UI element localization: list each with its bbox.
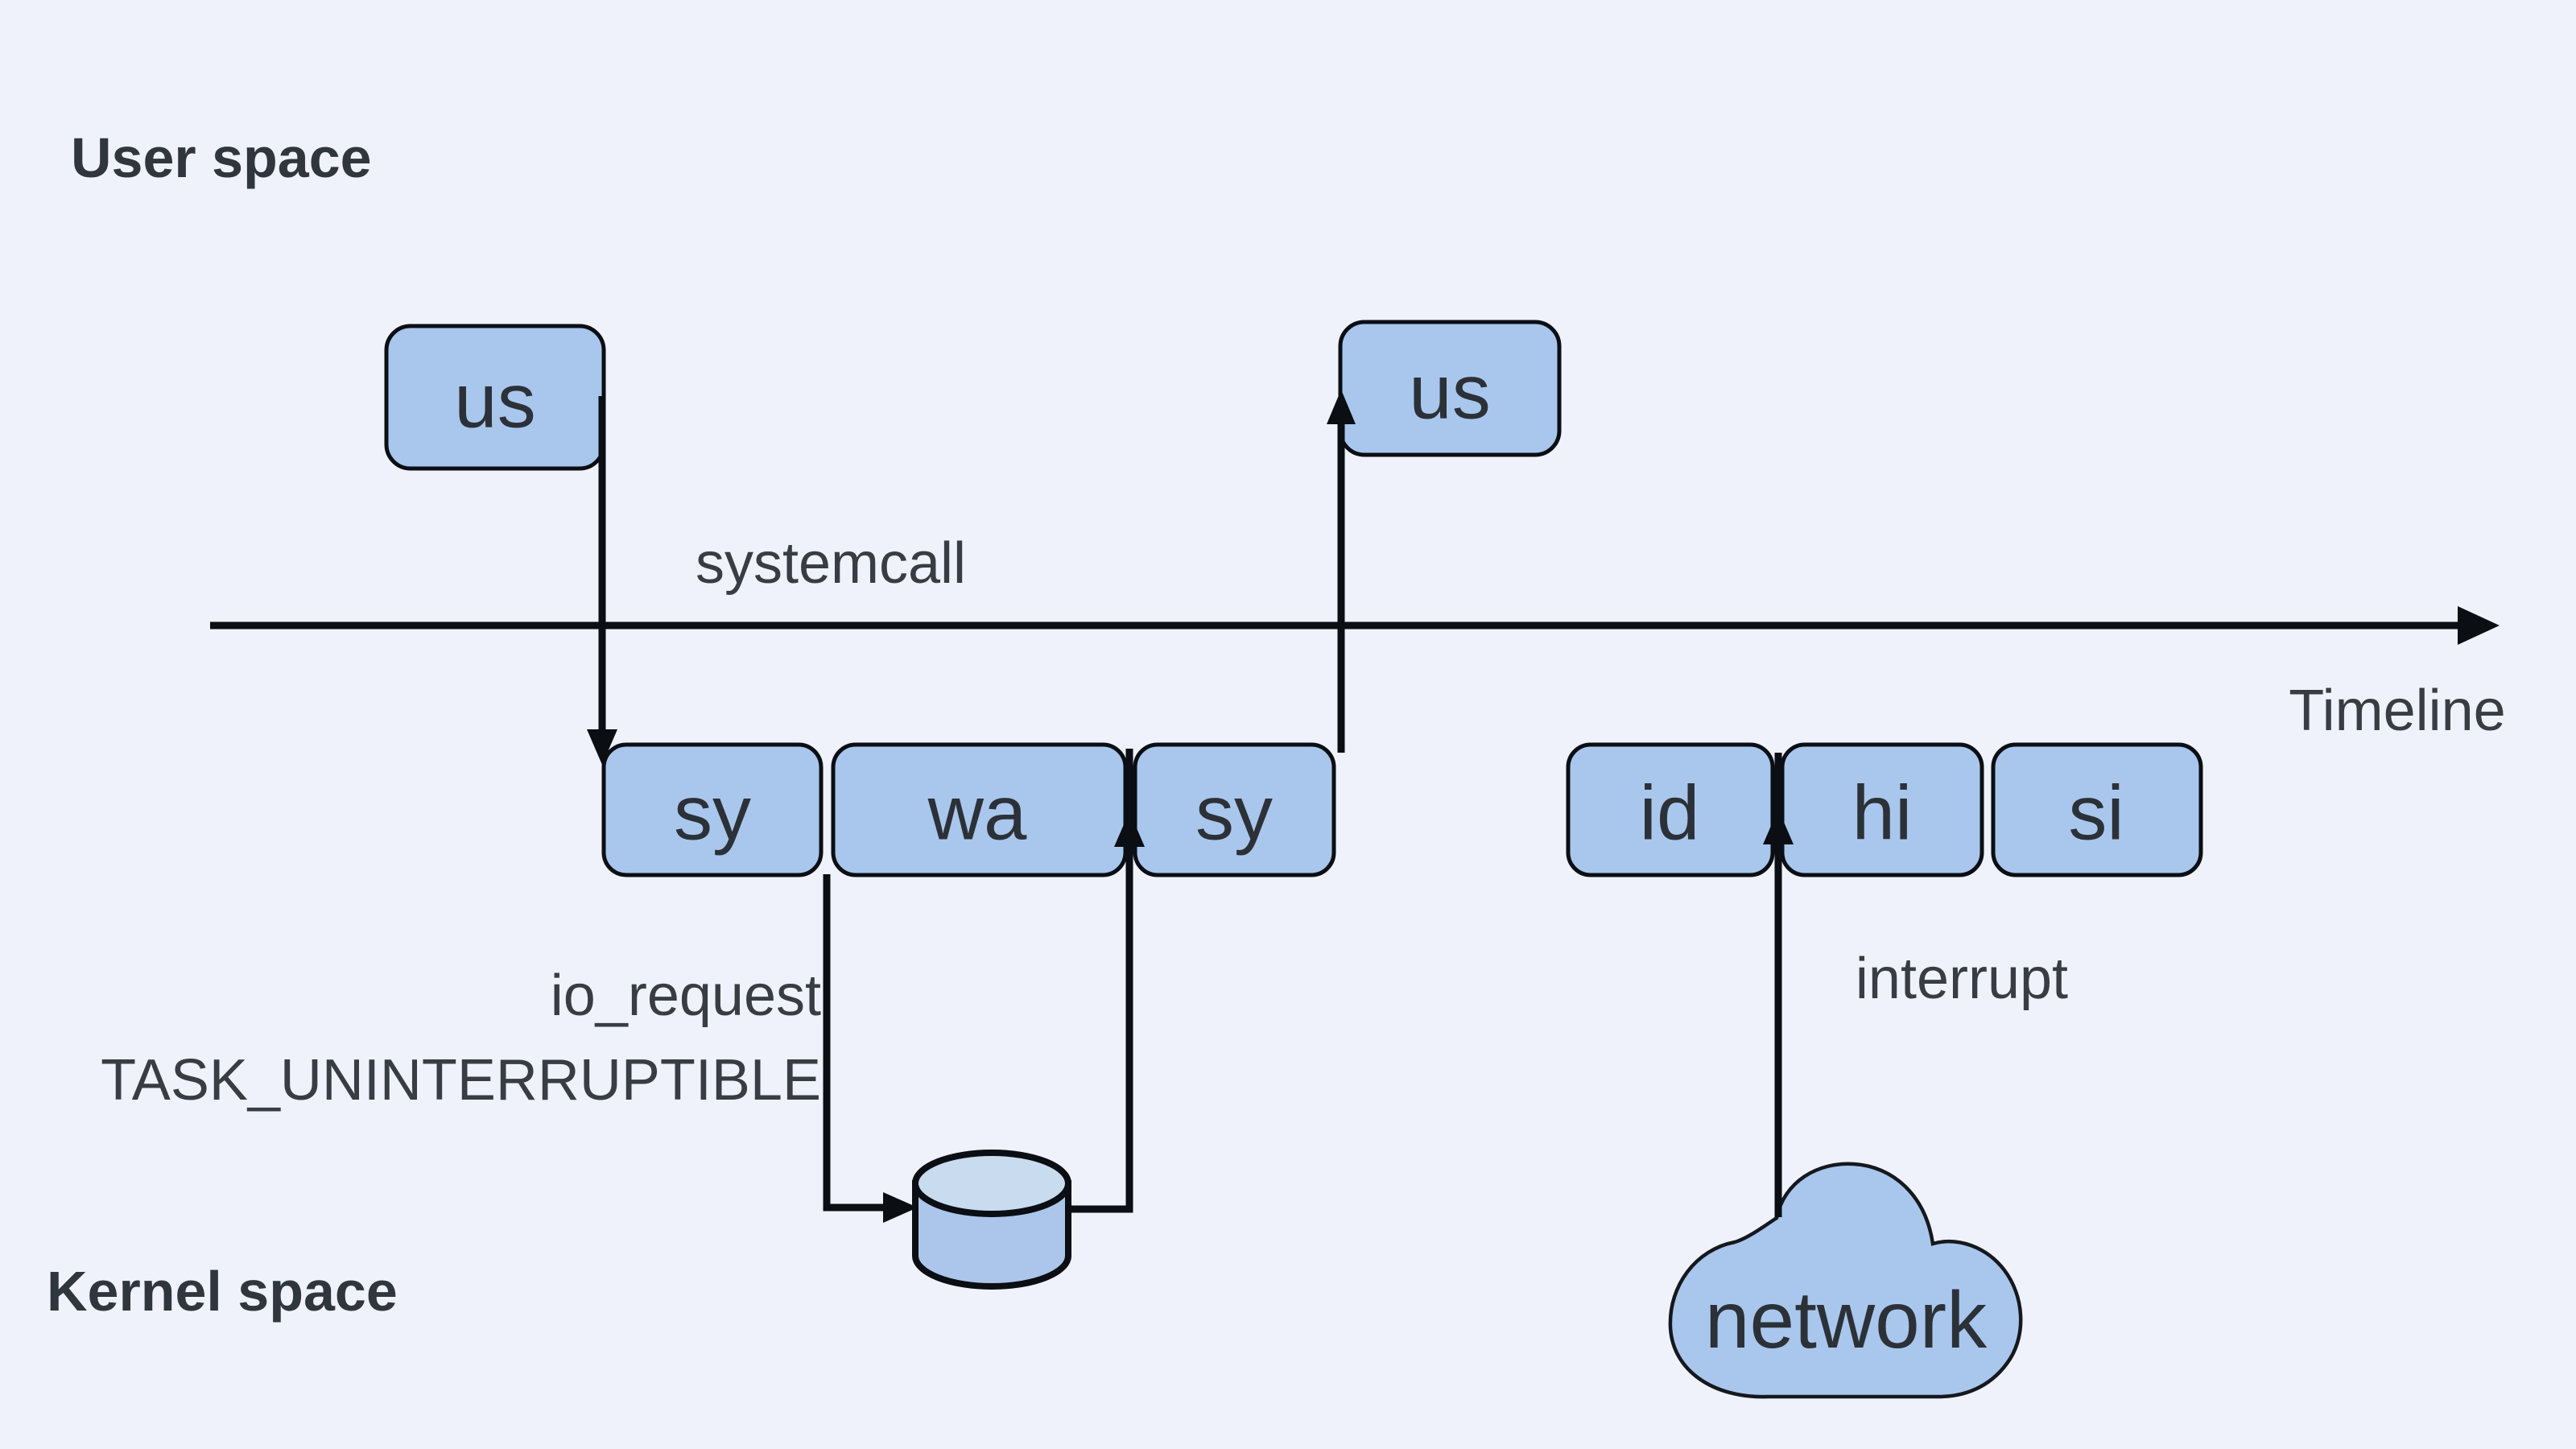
io-request-label: io_request bbox=[551, 964, 821, 1028]
interrupt-box-si-label: si bbox=[2068, 770, 2124, 857]
disk-cylinder-icon bbox=[912, 1150, 1071, 1290]
interrupt-box-id-label: id bbox=[1640, 770, 1700, 857]
interrupt-arrowhead-icon bbox=[1763, 809, 1794, 844]
disk-completion-arrowhead-icon bbox=[1114, 811, 1145, 847]
interrupt-state-box-si bbox=[1991, 742, 2203, 877]
kernel-state-box-wa bbox=[831, 742, 1128, 877]
return-to-user-arrowhead-icon bbox=[1327, 390, 1356, 424]
kernel-state-box-sy1 bbox=[601, 742, 824, 877]
systemcall-label: systemcall bbox=[696, 531, 966, 596]
user-box-2-label: us bbox=[1409, 349, 1490, 436]
network-cloud-icon bbox=[1668, 1162, 2023, 1399]
interrupt-state-box-hi bbox=[1780, 742, 1984, 877]
kernel-space-label: Kernel space bbox=[47, 1260, 398, 1323]
user-space-label: User space bbox=[71, 126, 372, 189]
kernel-box-sy2-label: sy bbox=[1195, 770, 1273, 857]
kernel-state-box-sy2 bbox=[1133, 742, 1336, 877]
systemcall-arrowhead-icon bbox=[587, 729, 617, 765]
timeline-arrowhead-icon bbox=[2458, 606, 2500, 645]
kernel-box-wa-label: wa bbox=[927, 770, 1027, 857]
network-label: network bbox=[1705, 1275, 1988, 1365]
io-request-arrowhead-icon bbox=[883, 1192, 918, 1223]
io-request-arrow-line bbox=[823, 874, 886, 1212]
kernel-box-sy1-label: sy bbox=[674, 770, 751, 857]
task-uninterruptible-label: TASK_UNINTERRUPTIBLE bbox=[101, 1048, 821, 1113]
disk-cylinder-top bbox=[912, 1150, 1071, 1217]
interrupt-label: interrupt bbox=[1856, 947, 2068, 1011]
disk-completion-arrow-line bbox=[1067, 749, 1133, 1213]
user-box-1-label: us bbox=[454, 358, 535, 444]
interrupt-box-hi-label: hi bbox=[1852, 770, 1913, 857]
interrupt-state-box-id bbox=[1566, 742, 1775, 877]
timeline-label: Timeline bbox=[2289, 679, 2505, 743]
user-state-box-2 bbox=[1338, 320, 1562, 457]
